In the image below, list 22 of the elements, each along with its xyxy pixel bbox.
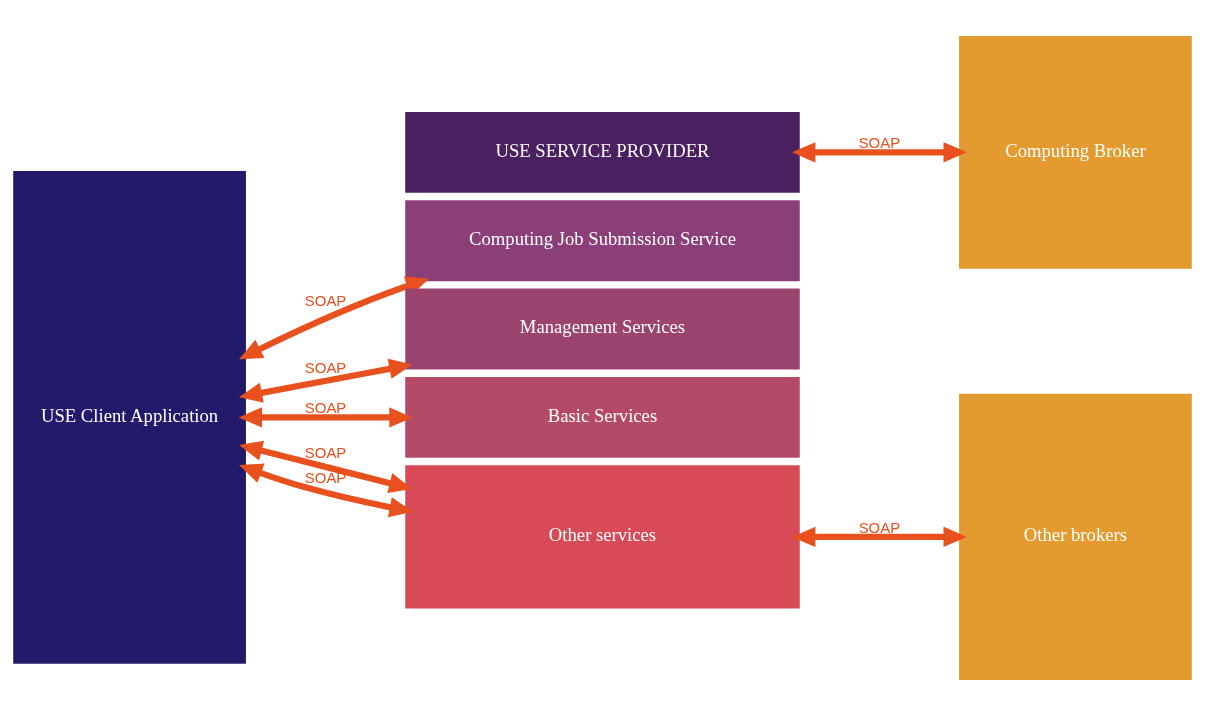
arrow — [238, 358, 413, 403]
node-box: Other services — [405, 465, 800, 609]
node-box: Management Services — [405, 288, 800, 370]
arrow — [238, 440, 413, 494]
node-box: USE Client Application — [13, 171, 246, 664]
node-box: USE SERVICE PROVIDER — [405, 111, 800, 193]
edge-label: SOAP — [304, 292, 347, 310]
edge-label: SOAP — [304, 444, 347, 461]
edge-label: SOAP — [858, 518, 901, 536]
arrow — [239, 463, 413, 518]
node-box: Other brokers — [959, 393, 1192, 680]
edge-label: SOAP — [304, 359, 347, 377]
node-box: Computing Job Submission Service — [405, 200, 800, 282]
edge-label: SOAP — [304, 468, 347, 486]
arrow — [792, 142, 967, 163]
edge-label: SOAP — [304, 399, 347, 417]
arrow — [238, 407, 413, 428]
arrow — [239, 276, 430, 360]
node-box: Basic Services — [405, 377, 800, 458]
arrow — [792, 526, 967, 548]
edge-label: SOAP — [858, 134, 901, 152]
node-box: Computing Broker — [959, 36, 1192, 269]
